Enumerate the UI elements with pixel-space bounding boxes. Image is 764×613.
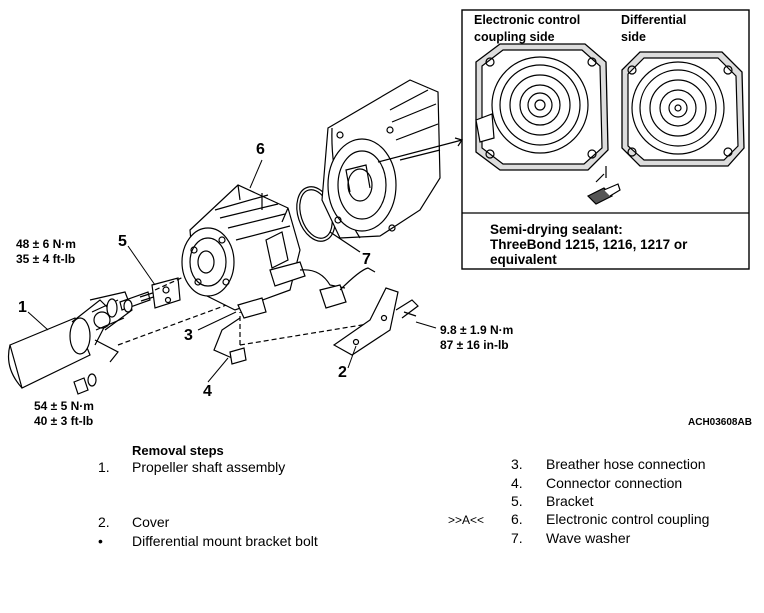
- figure-id: ACH03608AB: [688, 417, 752, 428]
- torque-spec-bolt: 48 ± 6 N·m 35 ± 4 ft-lb: [16, 237, 76, 267]
- sealant-line: equivalent: [490, 252, 557, 267]
- callout-7: 7: [362, 251, 371, 268]
- label-line: side: [621, 30, 647, 44]
- step-text: Electronic control coupling: [546, 511, 710, 527]
- torque-ftlb: 40 ± 3 ft-lb: [34, 414, 94, 428]
- step-number: 3.: [511, 456, 523, 472]
- step-number: •: [98, 533, 103, 549]
- label-line: coupling side: [474, 30, 555, 44]
- callout-3: 3: [184, 327, 193, 344]
- service-mark: >>A<<: [448, 513, 485, 527]
- step-item: 7. Wave washer: [511, 530, 751, 546]
- step-item: 4. Connector connection: [511, 475, 751, 491]
- inset-coupling-side-label: Electronic control coupling side: [474, 12, 580, 46]
- torque-inlb: 87 ± 16 in-lb: [440, 338, 509, 352]
- differential-housing-drawing: [321, 79, 463, 239]
- step-item: 6. Electronic control coupling: [511, 511, 751, 527]
- torque-nm: 54 ± 5 N·m: [34, 399, 94, 413]
- callout-2: 2: [338, 364, 347, 381]
- step-number: 6.: [511, 511, 523, 527]
- step-text: Propeller shaft assembly: [132, 459, 286, 475]
- torque-spec-bracket-bolt: 9.8 ± 1.9 N·m 87 ± 16 in-lb: [440, 323, 513, 353]
- inset-frame: [461, 9, 750, 270]
- callout-5: 5: [118, 233, 127, 250]
- sealant-line: ThreeBond 1215, 1216, 1217 or: [490, 237, 688, 252]
- flange-nut-drawing: [73, 373, 97, 395]
- step-number: 7.: [511, 530, 523, 546]
- breather-harness-drawing: [213, 267, 376, 365]
- step-text: Connector connection: [546, 475, 683, 491]
- step-number: 1.: [98, 459, 110, 475]
- step-number: 2.: [98, 514, 110, 530]
- sealant-line: Semi-drying sealant:: [490, 222, 623, 237]
- callout-4: 4: [203, 383, 212, 400]
- electronic-control-coupling-drawing: [181, 184, 346, 311]
- step-item: 5. Bracket: [511, 493, 751, 509]
- step-number: 5.: [511, 493, 523, 509]
- label-line: Differential: [621, 13, 687, 27]
- propeller-shaft-drawing: [7, 291, 133, 389]
- removal-steps-title: Removal steps: [132, 443, 224, 458]
- torque-ftlb: 35 ± 4 ft-lb: [16, 252, 76, 266]
- inset-differential-side-label: Differential side: [621, 12, 686, 46]
- bracket-5-drawing: [151, 277, 181, 309]
- torque-spec-nut: 54 ± 5 N·m 40 ± 3 ft-lb: [34, 399, 94, 429]
- sealant-note: Semi-drying sealant: ThreeBond 1215, 121…: [490, 222, 687, 267]
- torque-nm: 48 ± 6 N·m: [16, 237, 76, 251]
- callout-6: 6: [256, 141, 265, 158]
- inset-differential-side-flange: [621, 51, 745, 167]
- step-item: • Differential mount bracket bolt: [98, 533, 358, 549]
- cover-2-drawing: [332, 287, 419, 356]
- sealant-tube-icon: [586, 166, 621, 205]
- torque-nm: 9.8 ± 1.9 N·m: [440, 323, 514, 337]
- step-text: Wave washer: [546, 530, 631, 546]
- step-item: 3. Breather hose connection: [511, 456, 751, 472]
- step-item: 1. Propeller shaft assembly: [98, 459, 358, 475]
- callout-leader-lines: [27, 159, 437, 383]
- step-item: 2. Cover: [98, 514, 358, 530]
- step-text: Differential mount bracket bolt: [132, 533, 318, 549]
- step-number: 4.: [511, 475, 523, 491]
- step-text: Breather hose connection: [546, 456, 706, 472]
- callout-1: 1: [18, 299, 27, 316]
- label-line: Electronic control: [474, 13, 581, 27]
- step-text: Cover: [132, 514, 170, 530]
- inset-coupling-side-flange: [475, 43, 609, 171]
- step-text: Bracket: [546, 493, 594, 509]
